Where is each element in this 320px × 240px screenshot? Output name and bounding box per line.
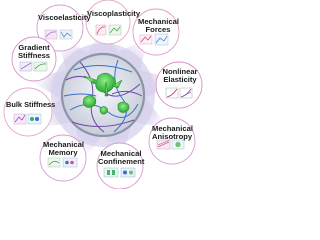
bulk-stiffness-circle bbox=[3, 87, 53, 137]
mechanical-memory-label: Mechanical Memory bbox=[43, 140, 84, 157]
mechanical-forces-graphic bbox=[139, 33, 169, 46]
mechanical-memory-graphic bbox=[47, 157, 78, 168]
mechanical-confinement-label: Mechanical Confinement bbox=[98, 149, 145, 166]
mechanical-confinement-graphic bbox=[103, 167, 136, 178]
viscoelasticity-graphic bbox=[44, 29, 73, 40]
bulk-stiffness-label: Bulk Stiffness bbox=[6, 100, 56, 109]
viscoelasticity-circle bbox=[36, 4, 84, 52]
mechanical-anisotropy-label: Mechanical Anisotropy bbox=[152, 124, 193, 141]
mechanical-anisotropy-graphic bbox=[156, 139, 185, 150]
bulk-stiffness-graphic bbox=[13, 113, 42, 125]
viscoelasticity-label: Viscoelasticity bbox=[38, 13, 91, 22]
nonlinear-elasticity-graphic bbox=[165, 87, 193, 99]
viscoplasticity-label: Viscoplasticity bbox=[87, 9, 141, 18]
mechanical-confinement-circle bbox=[96, 142, 144, 189]
green-cells bbox=[82, 72, 130, 115]
mechanical-forces-label: Mechanical Forces bbox=[138, 17, 179, 34]
nonlinear-elasticity-label: Nonlinear Elasticity bbox=[162, 67, 198, 84]
gradient-stiffness-label: Gradient Stiffness bbox=[17, 43, 51, 60]
viscoplasticity-graphic bbox=[95, 24, 122, 36]
gradient-stiffness-graphic bbox=[19, 61, 48, 72]
central-cell-network bbox=[60, 52, 146, 138]
mechanobiology-diagram bbox=[3, 0, 203, 189]
viscoplasticity-circle bbox=[85, 0, 131, 45]
